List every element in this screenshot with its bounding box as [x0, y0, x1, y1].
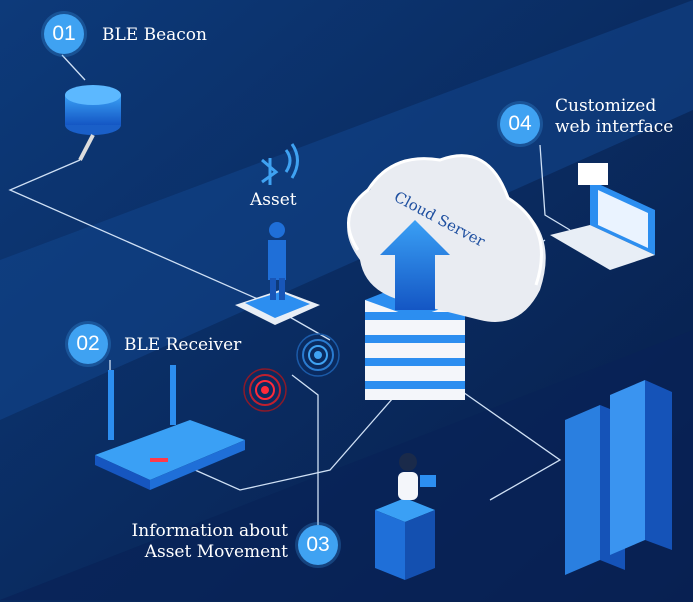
- ble-beacon-icon: [65, 85, 121, 161]
- step-03-label: Information about Asset Movement: [110, 521, 288, 563]
- signal-ring-icon: [243, 368, 287, 412]
- step-04-badge: 04: [500, 104, 540, 144]
- bluetooth-signal-icon: [261, 143, 299, 185]
- ble-receiver-router-icon: [95, 365, 245, 490]
- asset-person-icon: [235, 222, 320, 325]
- step-01-label: BLE Beacon: [102, 25, 207, 45]
- step-02-badge: 02: [68, 324, 108, 364]
- background-band: [0, 330, 693, 602]
- laptop-web-interface-icon: [550, 163, 655, 270]
- step-04-label-line2: web interface: [555, 117, 674, 137]
- operator-person-icon: [375, 453, 436, 580]
- step-03-badge: 03: [298, 525, 338, 565]
- step-03-label-line2: Asset Movement: [144, 542, 288, 562]
- cloud-server-icon: Cloud Server: [347, 154, 546, 322]
- data-center-racks-icon: [565, 380, 672, 575]
- step-03-label-line1: Information about: [131, 521, 288, 541]
- signal-ring-icon: [296, 333, 340, 377]
- connection-lines: [8, 54, 571, 525]
- step-04-label: Customized web interface: [555, 96, 673, 138]
- step-04-label-line1: Customized: [555, 96, 657, 116]
- step-02-label: BLE Receiver: [124, 335, 242, 355]
- server-stack-icon: [365, 280, 465, 400]
- step-01-badge: 01: [44, 14, 84, 54]
- asset-label: Asset: [250, 190, 297, 210]
